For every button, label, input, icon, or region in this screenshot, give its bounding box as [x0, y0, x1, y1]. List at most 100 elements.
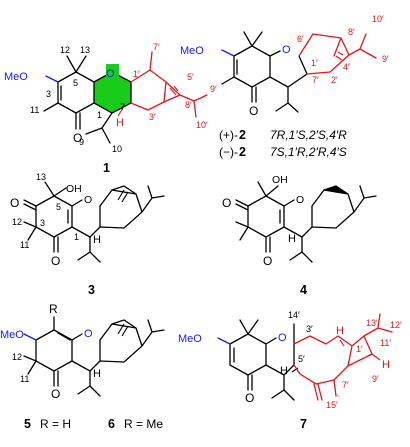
dienone-ring [229, 333, 267, 376]
keto-oxygen-2: O [10, 196, 19, 210]
svg-text:8′: 8′ [185, 100, 192, 110]
svg-text:R = Me: R = Me [124, 417, 163, 431]
ring-oxygen: O [84, 194, 92, 206]
svg-text:12: 12 [12, 352, 22, 362]
svg-text:(+)-: (+)- [219, 128, 238, 142]
svg-text:7R,1′S,2′S,4′R: 7R,1′S,2′S,4′R [270, 128, 347, 142]
svg-text:6: 6 [108, 417, 115, 431]
methoxy-label: MeO [180, 45, 204, 57]
compound-2-locants: 6′ 7′ 1′ 2′ 4′ 8′ 9′ 10′ [297, 14, 389, 85]
stereo-hydrogen-9: H [382, 359, 390, 371]
svg-text:10′: 10′ [372, 14, 384, 24]
keto-oxygen: O [245, 391, 254, 405]
terpene-unit [293, 313, 393, 397]
svg-text:11: 11 [30, 105, 39, 115]
svg-text:13: 13 [36, 172, 46, 182]
terpene-unit [130, 51, 208, 118]
compound-number-7: 7 [300, 417, 307, 431]
svg-text:12: 12 [60, 45, 70, 55]
dienone-ring [233, 45, 271, 88]
r-group: R [49, 302, 58, 316]
compound-2: MeO O O [180, 31, 377, 118]
ring-oxygen: O [84, 328, 93, 340]
compound-number-3: 3 [88, 283, 95, 297]
svg-text:2′: 2′ [331, 75, 338, 85]
svg-text:2: 2 [239, 145, 246, 159]
stereo-hydrogen: H [288, 233, 296, 245]
enantiomer-plus: (+)- 2 7R,1′S,2′S,4′R [219, 128, 347, 142]
keto-oxygen: O [51, 387, 60, 401]
hydroxyl: OH [272, 174, 288, 186]
compound-5-6-caption: 5 R = H 6 R = Me [24, 417, 163, 431]
ring-oxygen: O [296, 194, 304, 206]
stereo-hydrogen: H [93, 368, 101, 380]
svg-text:12′: 12′ [390, 320, 402, 330]
svg-text:1′: 1′ [133, 69, 140, 79]
svg-text:13′: 13′ [366, 318, 378, 328]
trione-ring [35, 195, 73, 238]
terpene-unit [99, 319, 165, 363]
svg-text:5′: 5′ [187, 72, 194, 82]
svg-text:3: 3 [46, 89, 51, 99]
svg-text:4′: 4′ [343, 62, 350, 72]
svg-text:9′: 9′ [372, 374, 379, 384]
svg-text:7S,1′R,2′R,4′S: 7S,1′R,2′R,4′S [270, 145, 347, 159]
methoxy-label: MeO [178, 333, 202, 345]
compound-number-4: 4 [300, 283, 307, 297]
ring-oxygen: O [282, 44, 291, 56]
svg-text:2: 2 [239, 128, 246, 142]
keto-oxygen: O [73, 131, 82, 145]
stereo-hydrogen-1: H [336, 325, 344, 337]
svg-text:3′: 3′ [149, 112, 156, 122]
svg-text:7′: 7′ [342, 380, 349, 390]
compound-5-locants: 12 11 [12, 352, 29, 384]
terpene-unit [298, 33, 377, 75]
methoxy-label: MeO [0, 329, 24, 341]
svg-text:7: 7 [120, 102, 125, 112]
svg-text:5: 5 [73, 78, 78, 88]
svg-text:1: 1 [74, 232, 79, 242]
methoxy-label: MeO [4, 71, 28, 83]
compound-7: MeO O O H H H [178, 313, 393, 405]
hydroxyl: OH [66, 183, 82, 195]
keto-oxygen: O [249, 104, 258, 118]
compound-3: OH O O O H [10, 181, 165, 268]
enantiomer-minus: (−)- 2 7S,1′R,2′R,4′S [219, 145, 347, 159]
ring-oxygen: O [278, 332, 287, 344]
svg-text:15′: 15′ [326, 400, 338, 410]
svg-text:1: 1 [97, 110, 102, 120]
compound-5: R MeO O O H [0, 302, 165, 401]
keto-oxygen-4: O [51, 254, 60, 268]
compound-7-locants: 14′ 3′ 5′ 1′ 13′ 12′ 11′ 9′ 7′ 15′ [288, 310, 402, 410]
svg-text:11′: 11′ [380, 338, 391, 348]
svg-text:5: 5 [56, 202, 61, 212]
compound-4: OH O O O H [222, 174, 377, 268]
compound-3-locants: 13 5 12 3 11 1 [12, 172, 79, 250]
svg-text:7′: 7′ [312, 75, 319, 85]
svg-text:5: 5 [24, 417, 31, 431]
svg-text:10′: 10′ [196, 120, 208, 130]
svg-text:12: 12 [12, 217, 22, 227]
keto-oxygen-2: O [222, 196, 231, 210]
trione-ring [247, 195, 285, 238]
svg-text:13: 13 [80, 45, 90, 55]
svg-text:9′: 9′ [382, 54, 389, 64]
svg-text:11: 11 [20, 374, 29, 384]
compound-2-enantiomers: (+)- 2 7R,1′S,2′S,4′R (−)- 2 7S,1′R,2′R,… [219, 128, 347, 159]
compound-1: MeO O O H [4, 51, 208, 145]
stereo-hydrogen: H [93, 234, 101, 246]
svg-text:3′: 3′ [306, 324, 313, 334]
svg-text:1′: 1′ [356, 344, 363, 354]
svg-text:R = H: R = H [40, 417, 71, 431]
svg-text:9′: 9′ [210, 84, 217, 94]
ring-oxygen: O [106, 68, 115, 80]
stereo-hydrogen-5: H [280, 365, 288, 377]
svg-text:9: 9 [79, 137, 84, 147]
svg-text:14′: 14′ [288, 310, 300, 320]
svg-text:7′: 7′ [153, 42, 160, 52]
svg-text:11: 11 [20, 240, 29, 250]
svg-text:3: 3 [40, 218, 45, 228]
dienone-ring [57, 71, 95, 114]
dienone-ring [35, 329, 73, 372]
